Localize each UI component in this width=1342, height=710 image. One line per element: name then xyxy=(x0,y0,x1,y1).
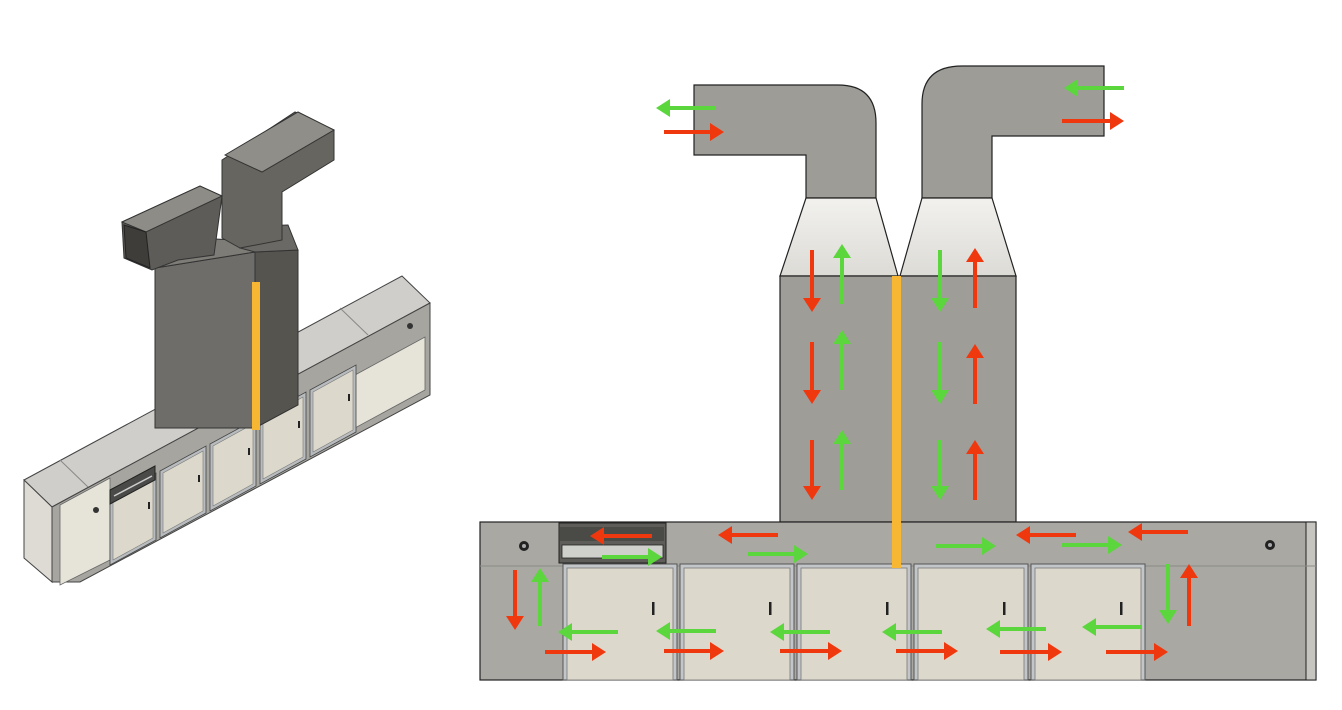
arrow-icon xyxy=(931,250,949,312)
door-handle-icon xyxy=(348,394,350,401)
door-handle-icon xyxy=(652,602,655,615)
door-handle-icon xyxy=(198,475,200,482)
iso-cabinet-door xyxy=(209,418,257,512)
iso-duct-box-front xyxy=(154,251,256,429)
arrow-icon xyxy=(748,545,808,563)
front-doors xyxy=(562,563,1146,681)
arrow-icon xyxy=(966,248,984,308)
airflow-arrows xyxy=(506,79,1198,661)
door-handle-icon xyxy=(886,602,889,615)
door-handle-icon xyxy=(1120,602,1123,615)
cabinet-door[interactable] xyxy=(679,563,795,681)
right-transition xyxy=(899,197,1017,277)
arrow-icon xyxy=(803,250,821,312)
arrow-icon xyxy=(506,570,524,630)
arrow-icon xyxy=(896,642,958,660)
arrow-icon xyxy=(1062,112,1124,130)
arrow-icon xyxy=(986,620,1046,638)
arrow-icon xyxy=(833,330,851,390)
arrow-icon xyxy=(602,548,662,566)
arrow-icon xyxy=(966,344,984,404)
arrow-icon xyxy=(1016,526,1076,544)
arrow-icon xyxy=(1159,564,1177,624)
iso-cabinet-door xyxy=(159,445,207,539)
arrow-icon xyxy=(1180,564,1198,626)
arrow-icon xyxy=(931,440,949,500)
arrow-icon xyxy=(1082,618,1142,636)
arrow-icon xyxy=(1106,643,1168,661)
cabinet-door[interactable] xyxy=(796,563,912,681)
arrow-icon xyxy=(803,342,821,404)
arrow-icon xyxy=(656,622,716,640)
arrow-icon xyxy=(833,430,851,490)
door-handle-icon xyxy=(248,448,250,455)
arrow-icon xyxy=(803,440,821,500)
arrow-icon xyxy=(780,642,842,660)
door-handle-icon xyxy=(1003,602,1006,615)
divider-line xyxy=(892,276,901,568)
iso-cabinet-door xyxy=(309,364,357,458)
iso-duct-box-side xyxy=(254,249,299,429)
front-view xyxy=(479,65,1317,681)
fastener-dot-icon xyxy=(93,507,99,513)
isometric-view xyxy=(23,111,431,586)
arrow-icon xyxy=(664,123,724,141)
iso-vent xyxy=(109,465,156,505)
right-elbow-duct xyxy=(921,65,1105,199)
left-elbow-duct xyxy=(693,84,877,199)
fastener-dot-icon xyxy=(407,323,413,329)
cabinet-door[interactable] xyxy=(913,563,1029,681)
arrow-icon xyxy=(1128,523,1188,541)
door-handle-icon xyxy=(769,602,772,615)
arrow-icon xyxy=(531,568,549,626)
iso-cabinet-end xyxy=(23,478,53,584)
iso-divider-line xyxy=(252,282,260,430)
arrow-icon xyxy=(558,623,618,641)
arrow-icon xyxy=(966,440,984,500)
arrow-icon xyxy=(1062,536,1122,554)
cabinet-door[interactable] xyxy=(1030,563,1146,681)
arrow-icon xyxy=(1000,643,1062,661)
arrow-icon xyxy=(1064,79,1124,97)
arrow-icon xyxy=(664,642,724,660)
door-handle-icon xyxy=(148,502,150,509)
arrow-icon xyxy=(770,623,830,641)
arrow-icon xyxy=(931,342,949,404)
left-transition xyxy=(779,197,899,277)
door-handle-icon xyxy=(298,421,300,428)
arrow-icon xyxy=(936,537,996,555)
arrow-icon xyxy=(656,99,716,117)
arrow-icon xyxy=(882,623,942,641)
cabinet-door[interactable] xyxy=(562,563,678,681)
arrow-icon xyxy=(590,527,652,545)
arrow-icon xyxy=(545,643,606,661)
arrow-icon xyxy=(718,526,778,544)
arrow-icon xyxy=(833,244,851,304)
